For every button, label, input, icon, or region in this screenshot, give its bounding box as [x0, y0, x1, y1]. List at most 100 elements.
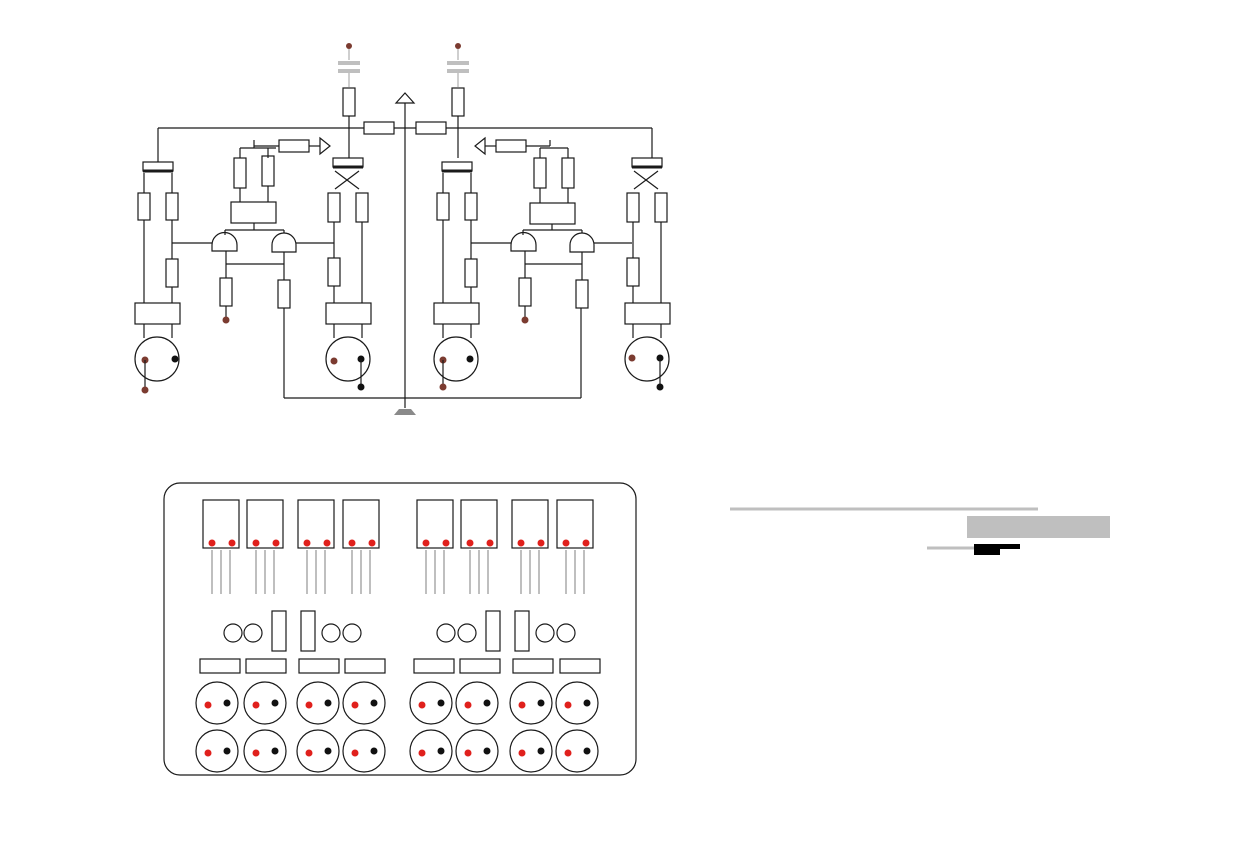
pin-dot — [303, 539, 311, 547]
pin-dot — [228, 539, 236, 547]
gray-bar — [967, 516, 1110, 538]
connector-pin-red — [418, 701, 426, 709]
black-bar — [974, 544, 1020, 549]
connector-pin-black — [483, 747, 491, 755]
resistor-icon — [575, 279, 589, 309]
pin-dot — [582, 539, 590, 547]
connector-pin-red — [464, 701, 472, 709]
connector-pin-red — [305, 749, 313, 757]
transistor-icon — [569, 232, 632, 253]
horizontal-block — [459, 658, 501, 674]
connector-pin-black — [370, 747, 378, 755]
connector-pin-black — [583, 699, 591, 707]
connector-pin-red — [305, 701, 313, 709]
connector-pin-red — [351, 749, 359, 757]
pin-dot — [422, 539, 430, 547]
connector-pin-red — [252, 701, 260, 709]
circuit-schematic — [134, 43, 671, 415]
connector-pin-black — [223, 699, 231, 707]
connector-pin-red — [518, 749, 526, 757]
connector-pin-black — [271, 747, 279, 755]
pin-dot — [252, 539, 260, 547]
small-capacitor — [436, 623, 456, 643]
connector-pin-red — [518, 701, 526, 709]
connector-pin-red — [418, 749, 426, 757]
round-connector — [455, 681, 499, 725]
supply-terminal-left — [338, 43, 360, 87]
connector-pin-black — [324, 747, 332, 755]
connector-pin-black — [437, 699, 445, 707]
transistor-package — [511, 499, 549, 549]
connector-pin-black — [324, 699, 332, 707]
connector-pin-black — [537, 699, 545, 707]
round-connector-icon — [624, 336, 670, 382]
round-connector — [509, 681, 553, 725]
connector-pin-red — [564, 749, 572, 757]
small-capacitor — [556, 623, 576, 643]
connector-pin-red — [204, 701, 212, 709]
connector-pin-black — [370, 699, 378, 707]
connector-block — [624, 302, 671, 325]
round-connector — [296, 729, 340, 773]
connector-block — [134, 302, 181, 325]
transistor-icon — [211, 231, 238, 252]
connector-pin-black — [583, 747, 591, 755]
pin-dot — [368, 539, 376, 547]
pin-dot — [517, 539, 525, 547]
capacitor-icon — [447, 61, 469, 73]
round-connector — [455, 729, 499, 773]
vertical-resistor — [485, 610, 501, 652]
small-capacitor — [321, 623, 341, 643]
connector-pin-red — [351, 701, 359, 709]
small-capacitor — [243, 623, 263, 643]
connector-block — [325, 302, 372, 325]
pin-dot — [323, 539, 331, 547]
transistor-icon — [271, 232, 334, 253]
connector-pin-red — [564, 701, 572, 709]
round-connector — [342, 729, 386, 773]
round-connector — [296, 681, 340, 725]
connector-block — [433, 302, 480, 325]
connector-pin-black — [271, 699, 279, 707]
relay-icon — [142, 161, 174, 173]
connector-pin-black — [537, 747, 545, 755]
connector-pin-red — [252, 749, 260, 757]
round-connector — [243, 681, 287, 725]
relay-icon — [441, 161, 473, 173]
small-capacitor — [457, 623, 477, 643]
pin-dot — [348, 539, 356, 547]
vertical-resistor — [300, 610, 316, 652]
black-bar-lower — [974, 549, 1000, 555]
supply-arrow-icon — [394, 92, 416, 408]
small-capacitor — [223, 623, 243, 643]
round-connector — [243, 729, 287, 773]
round-connector — [555, 681, 599, 725]
pin-dot — [208, 539, 216, 547]
connector-pin-black — [223, 747, 231, 755]
horizontal-block — [413, 658, 455, 674]
horizontal-block — [199, 658, 241, 674]
vertical-resistor — [514, 610, 530, 652]
vertical-resistor — [271, 610, 287, 652]
pin-dot — [442, 539, 450, 547]
connector-pin-black — [437, 747, 445, 755]
pin-dot — [272, 539, 280, 547]
horizontal-block — [245, 658, 287, 674]
connector-pin-red — [464, 749, 472, 757]
connector-pin-black — [483, 699, 491, 707]
round-connector — [509, 729, 553, 773]
relay-icon — [631, 157, 663, 190]
pin-dot — [537, 539, 545, 547]
round-connector — [342, 681, 386, 725]
pin-dot — [486, 539, 494, 547]
transistor-icon — [510, 231, 537, 252]
horizontal-block — [344, 658, 386, 674]
round-connector — [195, 681, 239, 725]
round-connector — [555, 729, 599, 773]
horizontal-block — [512, 658, 554, 674]
ground-icon — [394, 409, 416, 415]
horizontal-block — [298, 658, 340, 674]
pin-dot — [466, 539, 474, 547]
